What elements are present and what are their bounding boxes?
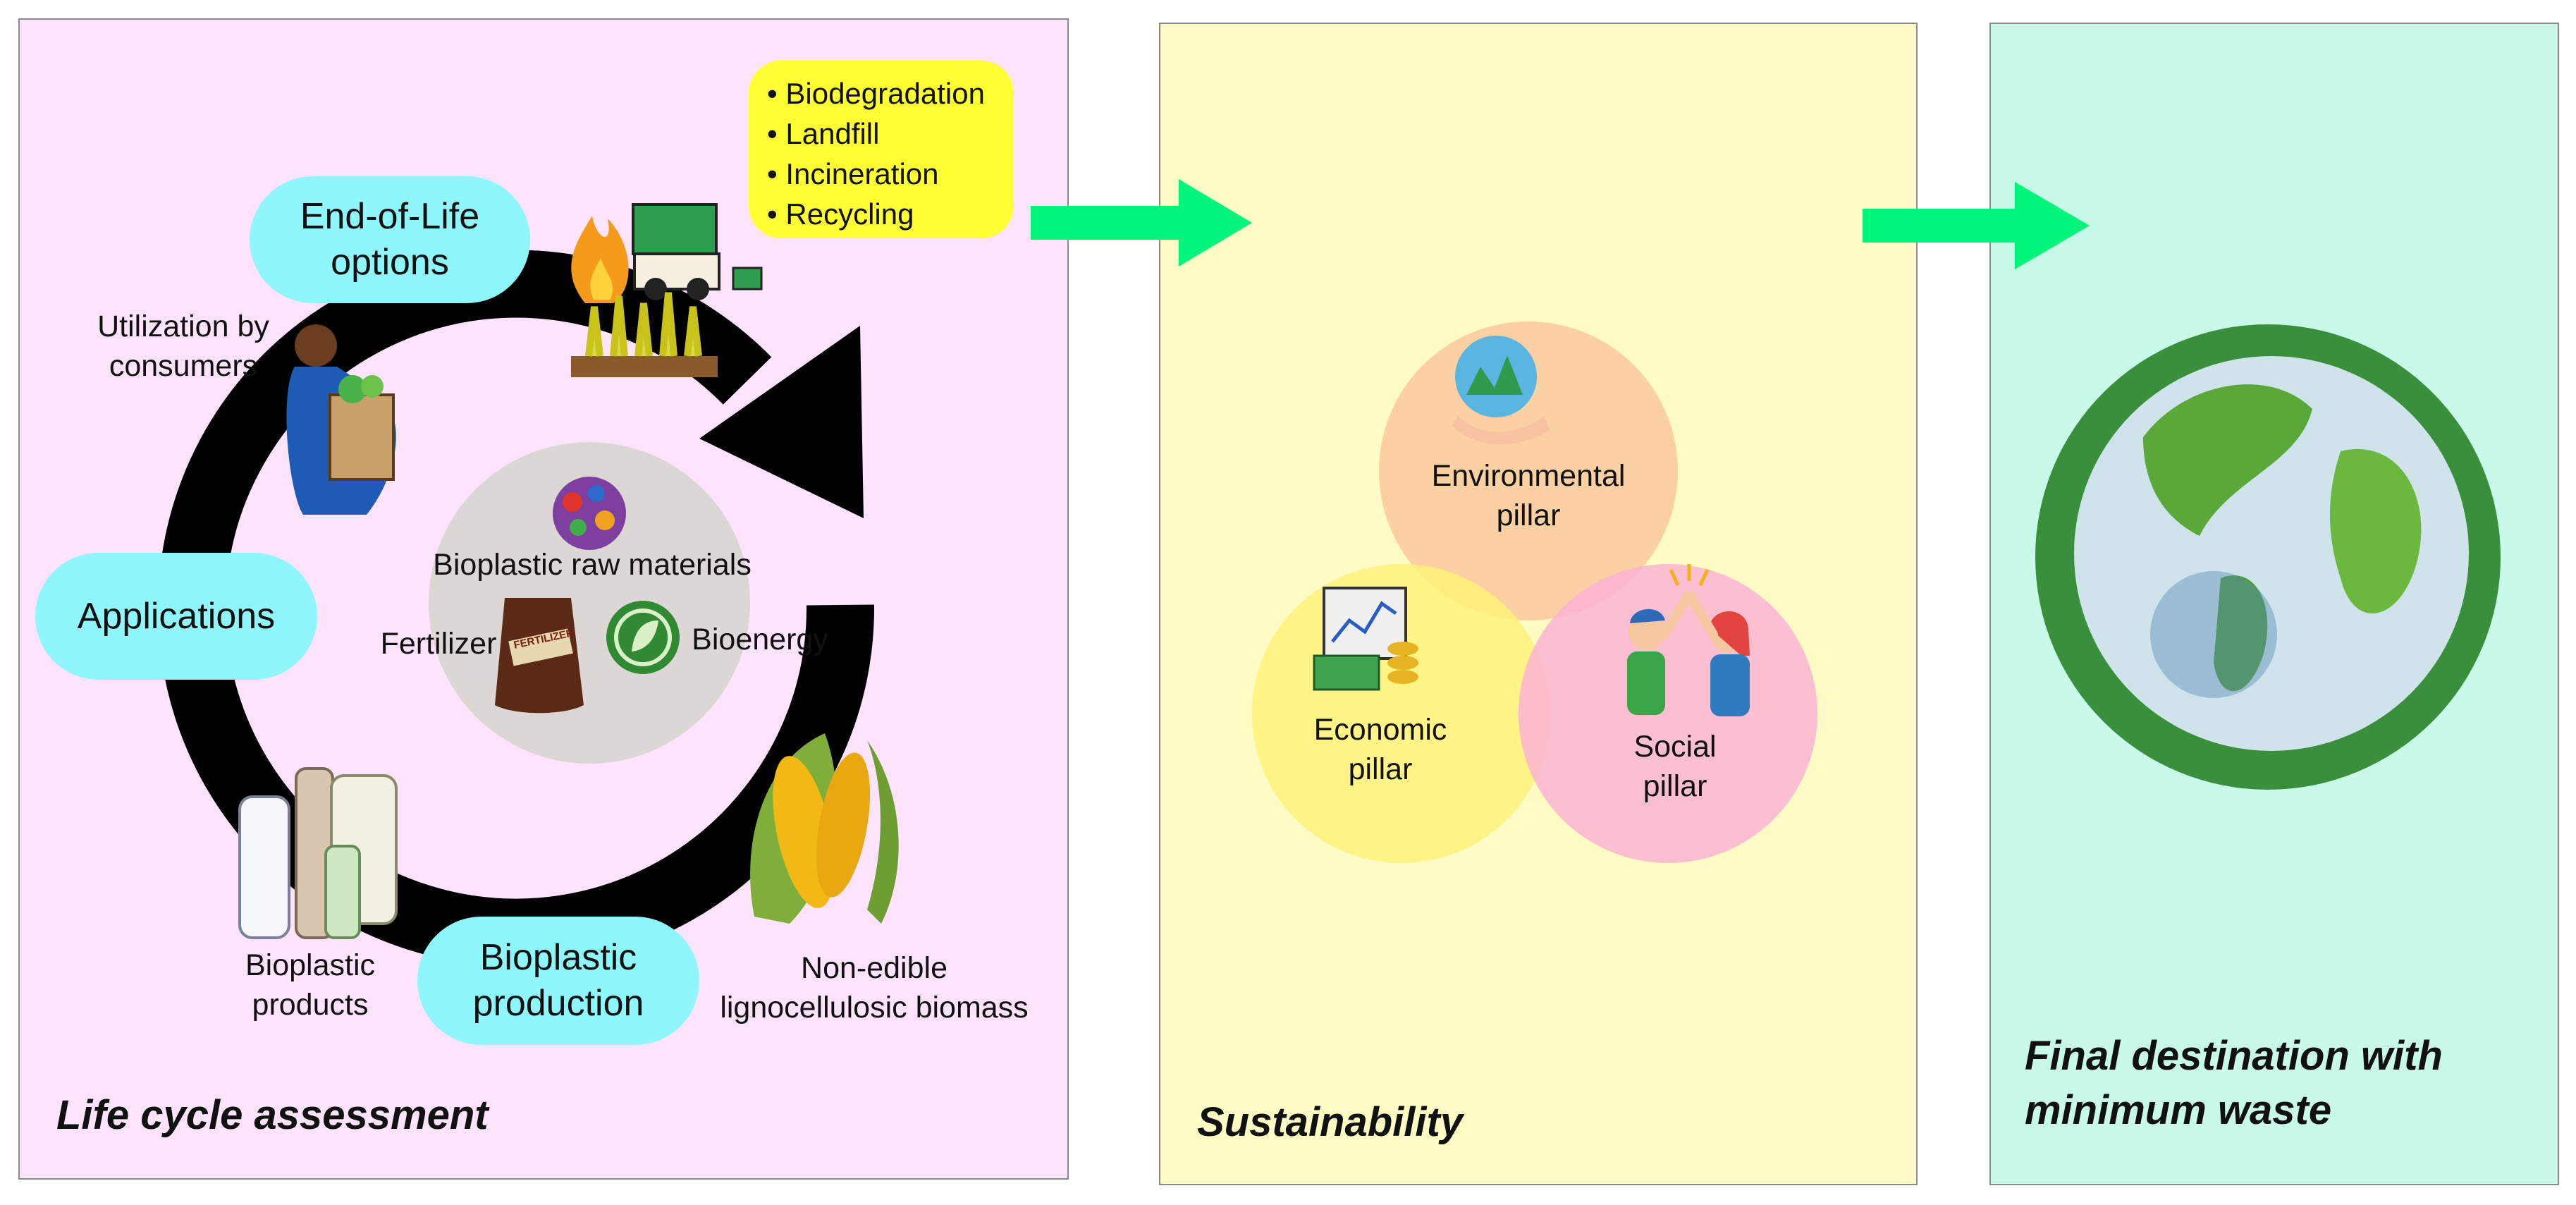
corn-icon (750, 733, 899, 924)
applications-pill: Applications (35, 553, 317, 680)
eol-option-landfill: • Landfill (767, 117, 880, 150)
environmental-pillar-label: Environmental pillar (1431, 459, 1626, 532)
bottles-icon (238, 767, 398, 939)
utilization-label: Utilization by consumers (97, 310, 269, 383)
end-of-life-pill: End-of-Life options (250, 176, 530, 303)
earth-in-hand-icon (1452, 336, 1550, 445)
fire-icon (571, 216, 629, 303)
social-pillar-label: Social pillar (1633, 730, 1717, 803)
bioplastic-raw-label: Bioplastic raw materials (433, 548, 752, 582)
bioplastic-production-label: Bioplastic production (472, 937, 644, 1024)
social-circle (1519, 564, 1817, 863)
flow-arrow-1 (1031, 179, 1252, 267)
life-cycle-title: Life cycle assessment (56, 1092, 489, 1138)
end-of-life-label: End-of-Life options (300, 196, 480, 283)
crops-icon (571, 292, 718, 377)
biomass-label: Non-edible lignocellulosic biomass (720, 951, 1029, 1024)
eol-option-recycling: • Recycling (767, 197, 914, 231)
fertilizer-sack-icon (495, 598, 584, 714)
bioenergy-icon (606, 601, 680, 674)
eol-option-incineration: • Incineration (767, 157, 939, 190)
money-chart-icon (1313, 587, 1418, 691)
garbage-truck-icon (632, 203, 763, 300)
bioenergy-label: Bioenergy (692, 623, 828, 656)
eol-options-box: • Biodegradation • Landfill • Incinerati… (749, 61, 1014, 238)
person-with-groceries-icon (286, 324, 396, 515)
environmental-circle (1379, 322, 1678, 620)
applications-label: Applications (77, 595, 276, 637)
eol-option-biodegradation: • Biodegradation (767, 77, 985, 110)
green-earth-icon (2035, 324, 2501, 790)
high-five-icon (1627, 564, 1750, 716)
economic-pillar-label: Economic pillar (1313, 713, 1447, 786)
flow-arrow-2 (1863, 182, 2090, 269)
destination-title: Final destination with minimum waste (2025, 1033, 2443, 1133)
bioplastic-production-pill: Bioplastic production (417, 917, 699, 1045)
sustainability-title: Sustainability (1197, 1099, 1464, 1145)
cycle-arrowhead (699, 326, 864, 518)
bioplastic-products-label: Bioplastic products (245, 948, 376, 1022)
fertilizer-label: Fertilizer (380, 627, 497, 661)
pellets-icon (553, 477, 626, 550)
